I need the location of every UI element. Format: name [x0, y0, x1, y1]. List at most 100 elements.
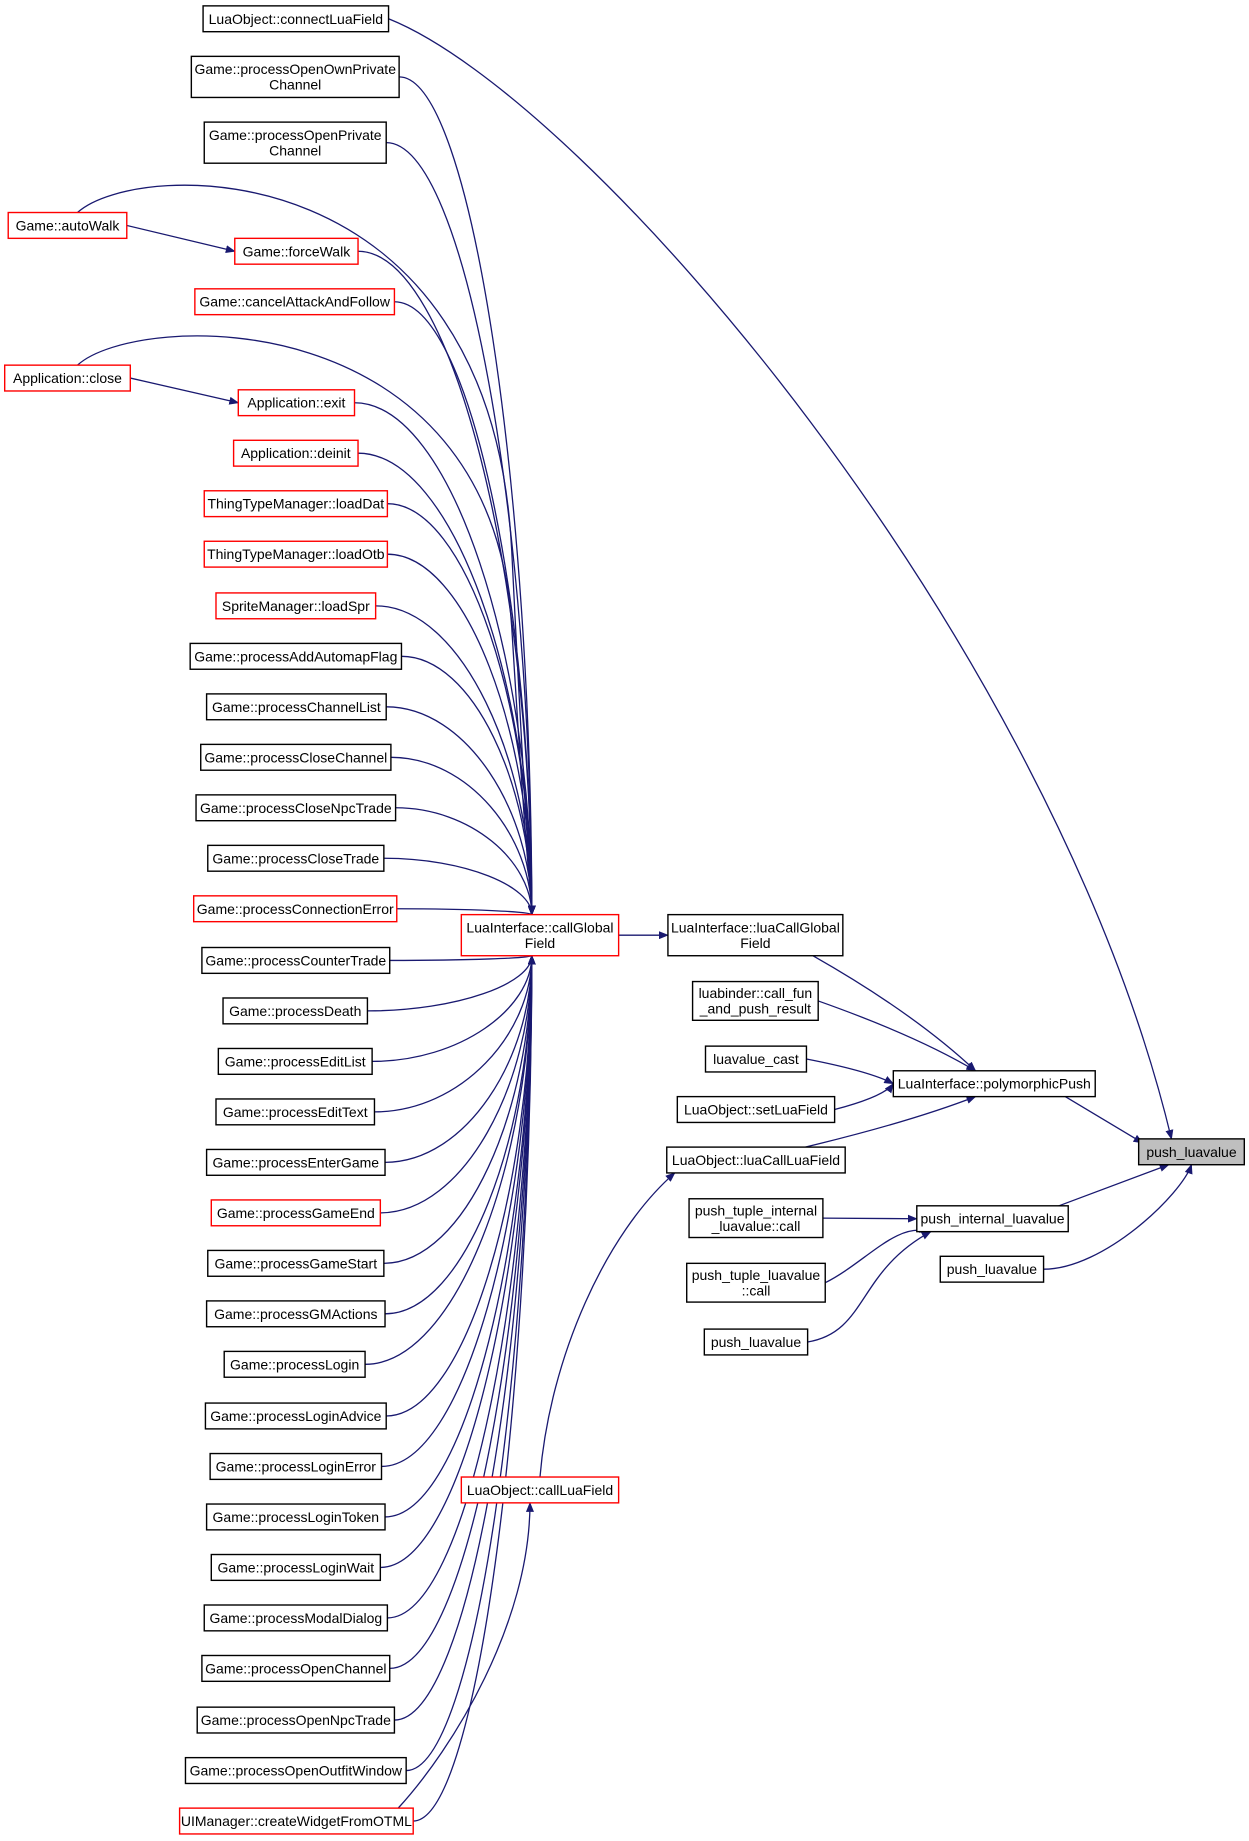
edge-appClose-to-callGlobalField [77, 335, 536, 916]
node-label: Game::processLoginWait [217, 1559, 374, 1575]
node-counterTrade[interactable]: Game::processCounterTrade [201, 946, 391, 975]
node-luavalue_cast[interactable]: luavalue_cast [704, 1045, 808, 1073]
node-box [178, 1807, 414, 1835]
node-closeChannel[interactable]: Game::processCloseChannel [200, 743, 392, 771]
node-appClose[interactable]: Application::close [3, 364, 131, 392]
node-loadDat[interactable]: ThingTypeManager::loadDat [203, 490, 389, 518]
node-enterGame[interactable]: Game::processEnterGame [205, 1148, 386, 1176]
node-push_luavalue_b[interactable]: push_luavalue [939, 1255, 1045, 1283]
node-gameStart[interactable]: Game::processGameStart [207, 1249, 385, 1277]
node-call_fun[interactable]: luabinder::call_fun_and_push_result [691, 980, 819, 1021]
edge-openOwnPrivate-to-callGlobalField [399, 76, 536, 916]
node-closeTrade[interactable]: Game::processCloseTrade [207, 844, 385, 872]
node-label: Game::processModalDialog [209, 1610, 382, 1626]
node-label: ThingTypeManager::loadOtb [207, 546, 385, 562]
node-push_luavalue_root[interactable]: push_luavalue [1137, 1138, 1246, 1166]
node-label: Game::processOpenChannel [205, 1660, 386, 1676]
node-editText[interactable]: Game::processEditText [215, 1098, 376, 1126]
node-appDeinit[interactable]: Application::deinit [232, 439, 359, 467]
node-label: push_luavalue [711, 1334, 802, 1350]
node-gmActions[interactable]: Game::processGMActions [205, 1300, 386, 1328]
node-closeNpcTrade[interactable]: Game::processCloseNpcTrade [195, 794, 397, 822]
edge-createWidget-to-callGlobalField [413, 954, 536, 1822]
node-gameEnd[interactable]: Game::processGameEnd [210, 1199, 382, 1227]
node-box [200, 743, 392, 771]
node-box [237, 389, 356, 417]
node-modalDialog[interactable]: Game::processModalDialog [203, 1604, 389, 1632]
node-box [666, 1146, 846, 1174]
node-loginAdvice[interactable]: Game::processLoginAdvice [204, 1402, 387, 1430]
edge-editList-to-callGlobalField [372, 954, 536, 1063]
edge-loadOtb-to-callGlobalField [387, 553, 536, 916]
node-label: Game::processDeath [229, 1003, 361, 1019]
node-openOutfit[interactable]: Game::processOpenOutfitWindow [184, 1756, 407, 1785]
node-setLuaField[interactable]: LuaObject::setLuaField [676, 1095, 836, 1124]
edge-closeNpcTrade-to-callGlobalField [395, 807, 536, 916]
node-cancelAttack[interactable]: Game::cancelAttackAndFollow [194, 288, 396, 316]
node-push_tuple_luavalue[interactable]: push_tuple_luavalue::call [686, 1262, 826, 1303]
node-createWidget[interactable]: UIManager::createWidgetFromOTML [178, 1807, 414, 1835]
node-editList[interactable]: Game::processEditList [217, 1047, 373, 1076]
edge-connError-to-callGlobalField [396, 905, 536, 916]
node-death[interactable]: Game::processDeath [222, 997, 369, 1025]
node-connError[interactable]: Game::processConnectionError [192, 895, 398, 923]
node-connectLuaField[interactable]: LuaObject::connectLuaField [202, 5, 390, 33]
node-label: Game::processGMActions [214, 1306, 377, 1322]
node-label: luabinder::call_fun [699, 985, 813, 1001]
node-label: Game::processLoginToken [213, 1509, 380, 1525]
node-label: ::call [742, 1282, 771, 1298]
node-label: _luavalue::call [711, 1218, 801, 1234]
node-label: LuaObject::connectLuaField [209, 11, 383, 27]
node-forceWalk[interactable]: Game::forceWalk [234, 237, 359, 265]
node-label: push_luavalue [1146, 1144, 1237, 1160]
node-box [184, 1756, 407, 1785]
node-label: Game::processCloseChannel [204, 749, 387, 765]
node-label: Channel [269, 77, 321, 93]
edge-push_internal_luavalue-to-push_luavalue [1047, 1164, 1170, 1211]
node-loginWait[interactable]: Game::processLoginWait [210, 1553, 382, 1582]
node-box [691, 980, 819, 1021]
node-label: Game::processOpenOwnPrivate [194, 61, 396, 77]
node-polymorphicPush[interactable]: LuaInterface::polymorphicPush [892, 1070, 1096, 1098]
node-box [203, 490, 389, 518]
edge-luaCallGlobalField-to-polymorphicPush [812, 955, 977, 1072]
node-luaCallLuaField[interactable]: LuaObject::luaCallLuaField [666, 1146, 846, 1174]
edge-polymorphicPush-to-push_luavalue [1064, 1096, 1144, 1144]
edge-login-to-callGlobalField [365, 954, 536, 1365]
node-box [192, 895, 398, 923]
node-loginError[interactable]: Game::processLoginError [209, 1452, 383, 1481]
node-login[interactable]: Game::processLogin [223, 1350, 366, 1378]
node-label: LuaObject::luaCallLuaField [672, 1152, 840, 1168]
node-push_luavalue_c[interactable]: push_luavalue [703, 1328, 809, 1356]
edge-cancelAttack-to-callGlobalField [394, 301, 536, 916]
edge-openChannel-to-callGlobalField [389, 954, 536, 1670]
node-openNpcTrade[interactable]: Game::processOpenNpcTrade [196, 1706, 396, 1734]
node-autoWalk[interactable]: Game::autoWalk [7, 211, 128, 240]
node-label: Application::deinit [241, 445, 351, 461]
node-box [7, 211, 128, 240]
edge-push_luavalue_c-to-push_internal_luavalue [807, 1231, 932, 1343]
node-openChannel[interactable]: Game::processOpenChannel [201, 1654, 391, 1683]
node-box [201, 946, 391, 975]
node-label: Game::forceWalk [243, 243, 352, 259]
node-addAutomap[interactable]: Game::processAddAutomapFlag [189, 642, 403, 670]
node-push_tuple_internal[interactable]: push_tuple_internal_luavalue::call [688, 1198, 824, 1239]
node-label: Field [525, 935, 555, 951]
node-push_internal_luavalue[interactable]: push_internal_luavalue [916, 1205, 1069, 1233]
node-label: push_tuple_luavalue [692, 1267, 821, 1283]
edge-death-to-callGlobalField [367, 954, 536, 1012]
node-loginToken[interactable]: Game::processLoginToken [205, 1503, 386, 1531]
node-appExit[interactable]: Application::exit [237, 389, 356, 417]
node-loadSpr[interactable]: SpriteManager::loadSpr [215, 592, 377, 620]
node-label: Game::processGameStart [215, 1255, 378, 1271]
node-callLuaField[interactable]: LuaObject::callLuaField [460, 1476, 620, 1504]
node-channelList[interactable]: Game::processChannelList [205, 693, 387, 721]
node-label: ThingTypeManager::loadDat [207, 496, 384, 512]
node-loadOtb[interactable]: ThingTypeManager::loadOtb [203, 540, 389, 568]
edge-luavalue_cast-to-polymorphicPush [806, 1058, 895, 1085]
